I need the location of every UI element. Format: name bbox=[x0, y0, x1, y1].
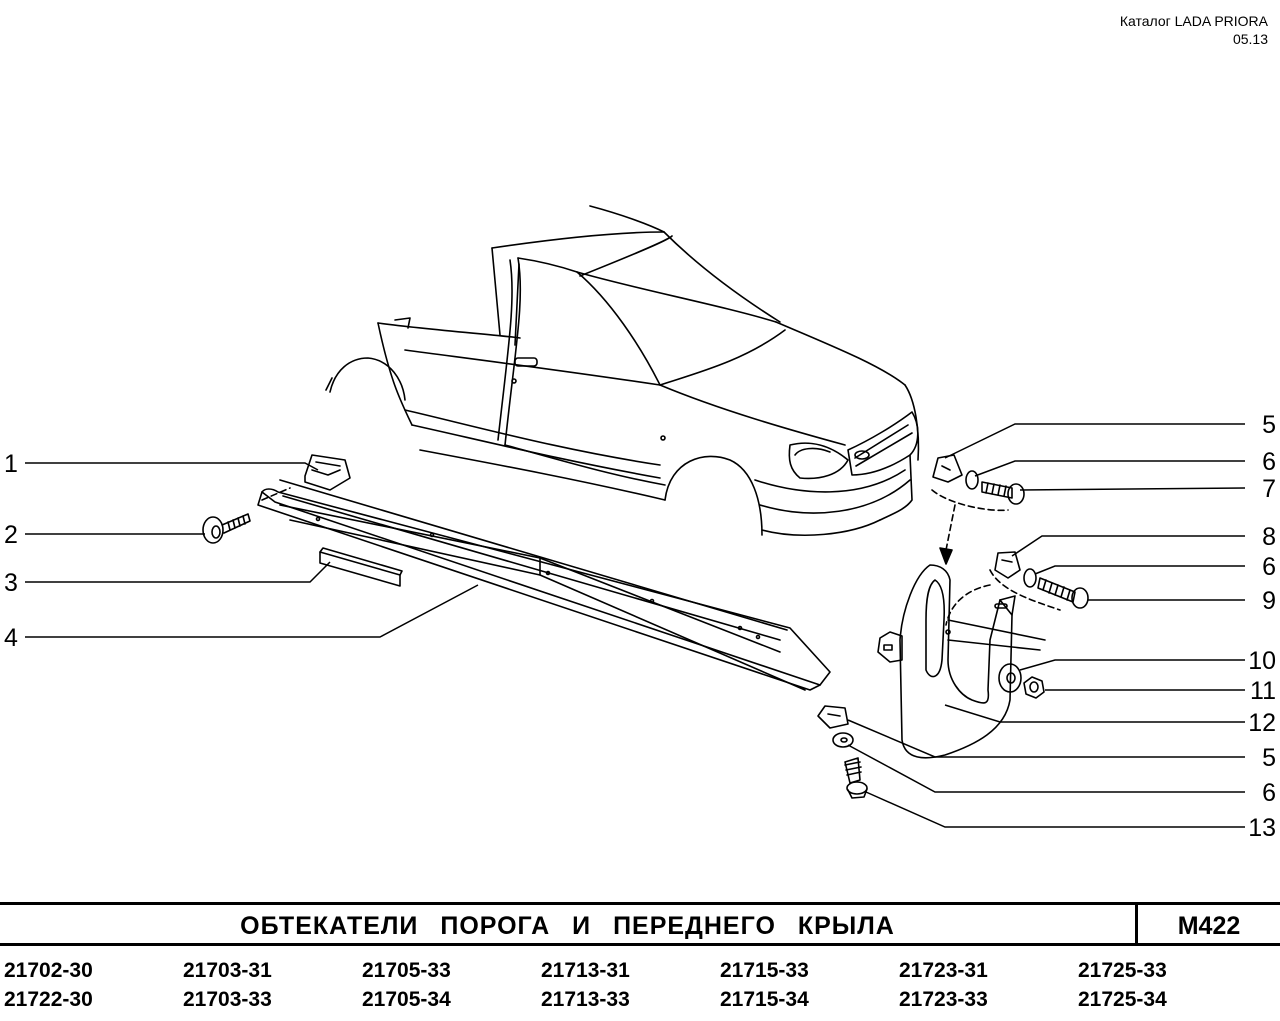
catalog-name: Каталог LADA PRIORA bbox=[1119, 13, 1268, 29]
model-code: 21715-34 bbox=[720, 988, 809, 1011]
part-2-screw bbox=[202, 513, 251, 544]
model-code: 21725-33 bbox=[1078, 959, 1167, 982]
title-separator bbox=[1135, 905, 1138, 943]
part-12-mudflap bbox=[877, 564, 1046, 759]
model-code: 21702-30 bbox=[4, 959, 93, 982]
part-3-strip bbox=[319, 547, 403, 587]
callout-6-bottom: 6 bbox=[1262, 779, 1276, 807]
part-4-sill-trim bbox=[257, 479, 831, 691]
title-bar: ОБТЕКАТЕЛИ ПОРОГА И ПЕРЕДНЕГО КРЫЛА M422 bbox=[0, 902, 1280, 946]
callout-13: 13 bbox=[1248, 814, 1276, 842]
model-list: 21702-30 21703-31 21705-33 21713-31 2171… bbox=[4, 956, 1280, 1014]
diagram-title: ОБТЕКАТЕЛИ ПОРОГА И ПЕРЕДНЕГО КРЫЛА bbox=[240, 912, 895, 940]
model-code: 21705-34 bbox=[362, 988, 451, 1011]
model-code: 21723-31 bbox=[899, 959, 988, 982]
callout-6-top: 6 bbox=[1262, 448, 1276, 476]
car-body-illustration bbox=[325, 205, 920, 536]
model-code: 21705-33 bbox=[362, 959, 451, 982]
part-6-washer-bottom bbox=[832, 732, 854, 748]
callout-2: 2 bbox=[4, 521, 18, 549]
callout-3: 3 bbox=[4, 569, 18, 597]
model-code: 21703-31 bbox=[183, 959, 272, 982]
catalog-header: Каталог LADA PRIORA 05.13 bbox=[1120, 12, 1268, 48]
model-code: 21722-30 bbox=[4, 988, 93, 1011]
callout-11: 11 bbox=[1250, 677, 1276, 705]
callout-12: 12 bbox=[1248, 709, 1276, 737]
callout-4: 4 bbox=[4, 624, 18, 652]
model-row-2: 21722-30 21703-33 21705-34 21713-33 2171… bbox=[4, 985, 1280, 1014]
parts-diagram: 1 2 3 4 5 6 7 8 6 9 10 11 12 5 6 13 bbox=[4, 205, 1276, 842]
part-5-bracket-bottom bbox=[817, 705, 849, 729]
part-10-washer bbox=[998, 663, 1022, 693]
model-code: 21723-33 bbox=[899, 988, 988, 1011]
model-code: 21703-33 bbox=[183, 988, 272, 1011]
part-5-bracket-top bbox=[932, 454, 963, 483]
callout-1: 1 bbox=[4, 450, 18, 478]
model-code: 21713-31 bbox=[541, 959, 630, 982]
callout-8: 8 bbox=[1262, 523, 1276, 551]
part-6-washer-mid bbox=[1023, 568, 1037, 588]
callout-10: 10 bbox=[1248, 647, 1276, 675]
callout-6-mid: 6 bbox=[1262, 553, 1276, 581]
callout-5-bottom: 5 bbox=[1262, 744, 1276, 772]
part-1-clip bbox=[304, 454, 351, 491]
callout-5-top: 5 bbox=[1262, 411, 1276, 439]
model-code: 21725-34 bbox=[1078, 988, 1167, 1011]
part-6-washer-top bbox=[965, 470, 979, 490]
model-row-1: 21702-30 21703-31 21705-33 21713-31 2171… bbox=[4, 956, 1280, 985]
catalog-date: 05.13 bbox=[1232, 31, 1268, 47]
callout-numbers: 1 2 3 4 5 6 7 8 6 9 10 11 12 5 6 13 bbox=[4, 411, 1276, 842]
part-11-nut bbox=[1023, 676, 1045, 699]
leader-lines bbox=[25, 423, 1246, 828]
part-9-bolt bbox=[1037, 577, 1089, 609]
model-code: 21715-33 bbox=[720, 959, 809, 982]
part-7-bolt bbox=[981, 481, 1025, 505]
part-13-screw bbox=[844, 757, 868, 799]
diagram-code: M422 bbox=[1177, 912, 1241, 940]
callout-7: 7 bbox=[1262, 475, 1276, 503]
callout-9: 9 bbox=[1262, 587, 1276, 615]
model-code: 21713-33 bbox=[541, 988, 630, 1011]
part-8-nut-clip bbox=[994, 551, 1021, 579]
